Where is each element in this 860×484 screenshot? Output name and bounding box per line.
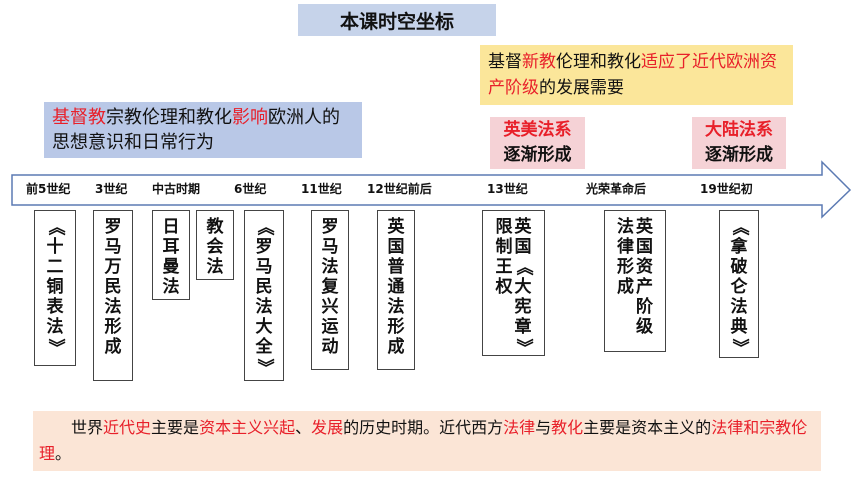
event-canon-law: 教会法 [196,210,234,280]
timeline-label-3: 6世纪 [234,182,267,196]
event-bourgeois-law: 英国资产阶级 法律形成 [604,210,666,352]
event-germanic-law: 日耳曼法 [152,210,190,300]
event-magna-carta: 英国《大宪章》 限制王权 [482,210,545,356]
event-napoleonic-code: 《拿破仑法典》 [719,210,759,358]
anglo-american-law-box: 英美法系 逐渐形成 [490,117,585,169]
christianity-note: 基督教宗教伦理和教化影响欧洲人的思想意识和日常行为 [44,102,362,158]
timeline-arrow [11,160,852,219]
timeline-label-0: 前5世纪 [26,182,71,196]
continental-law-box: 大陆法系 逐渐形成 [692,117,786,169]
timeline-label-8: 19世纪初 [700,182,753,196]
timeline-label-7: 光荣革命后 [586,182,647,196]
event-roman-law-revival: 罗马法复兴运动 [311,210,349,370]
event-twelve-tables: 《十二铜表法》 [34,210,76,366]
timeline-label-6: 13世纪 [487,182,528,196]
timeline-label-1: 3世纪 [95,182,128,196]
event-jus-gentium: 罗马万民法形成 [93,210,133,381]
protestant-note: 基督新教伦理和教化适应了近代欧洲资产阶级的发展需要 [480,45,793,105]
timeline-label-5: 12世纪前后 [367,182,432,196]
event-corpus-juris: 《罗马民法大全》 [244,210,284,381]
event-common-law: 英国普通法形成 [377,210,415,370]
timeline-label-2: 中古时期 [152,182,201,196]
timeline-label-4: 11世纪 [301,182,342,196]
page-title: 本课时空坐标 [298,4,496,36]
summary-note: 世界近代史主要是资本主义兴起、发展的历史时期。近代西方法律与教化主要是资本主义的… [33,411,821,471]
